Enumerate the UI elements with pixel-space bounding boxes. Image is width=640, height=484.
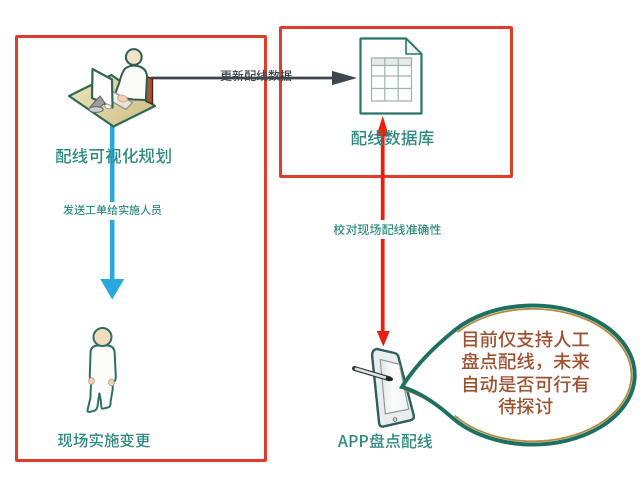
update-connector-label: 更新配线数据 [220, 67, 293, 84]
standing-person-icon [86, 327, 117, 414]
callout-bubble [398, 303, 637, 447]
database-frame [279, 26, 513, 178]
handheld-device-icon [352, 347, 416, 428]
callout-text: 目前仅支持人工盘点配线，未来自动是否可行有待探讨 [461, 326, 590, 420]
process-frame [15, 35, 267, 462]
field-change-node-label: 现场实施变更 [57, 429, 151, 451]
database-node-label: 配线数据库 [350, 125, 435, 149]
update-data-arrow [151, 70, 357, 86]
dispatch-connector-label: 发送工单给实施人员 [63, 202, 162, 220]
stylus-icon [352, 366, 393, 382]
person-at-computer-icon [67, 48, 157, 128]
verify-connector-label: 校对现场配线准确性 [332, 220, 443, 239]
spreadsheet-file-icon [359, 37, 423, 115]
dispatch-order-arrow [100, 122, 125, 300]
planning-node-label: 配线可视化规划 [55, 143, 172, 167]
app-check-node-label: APP盘点配线 [338, 428, 433, 452]
